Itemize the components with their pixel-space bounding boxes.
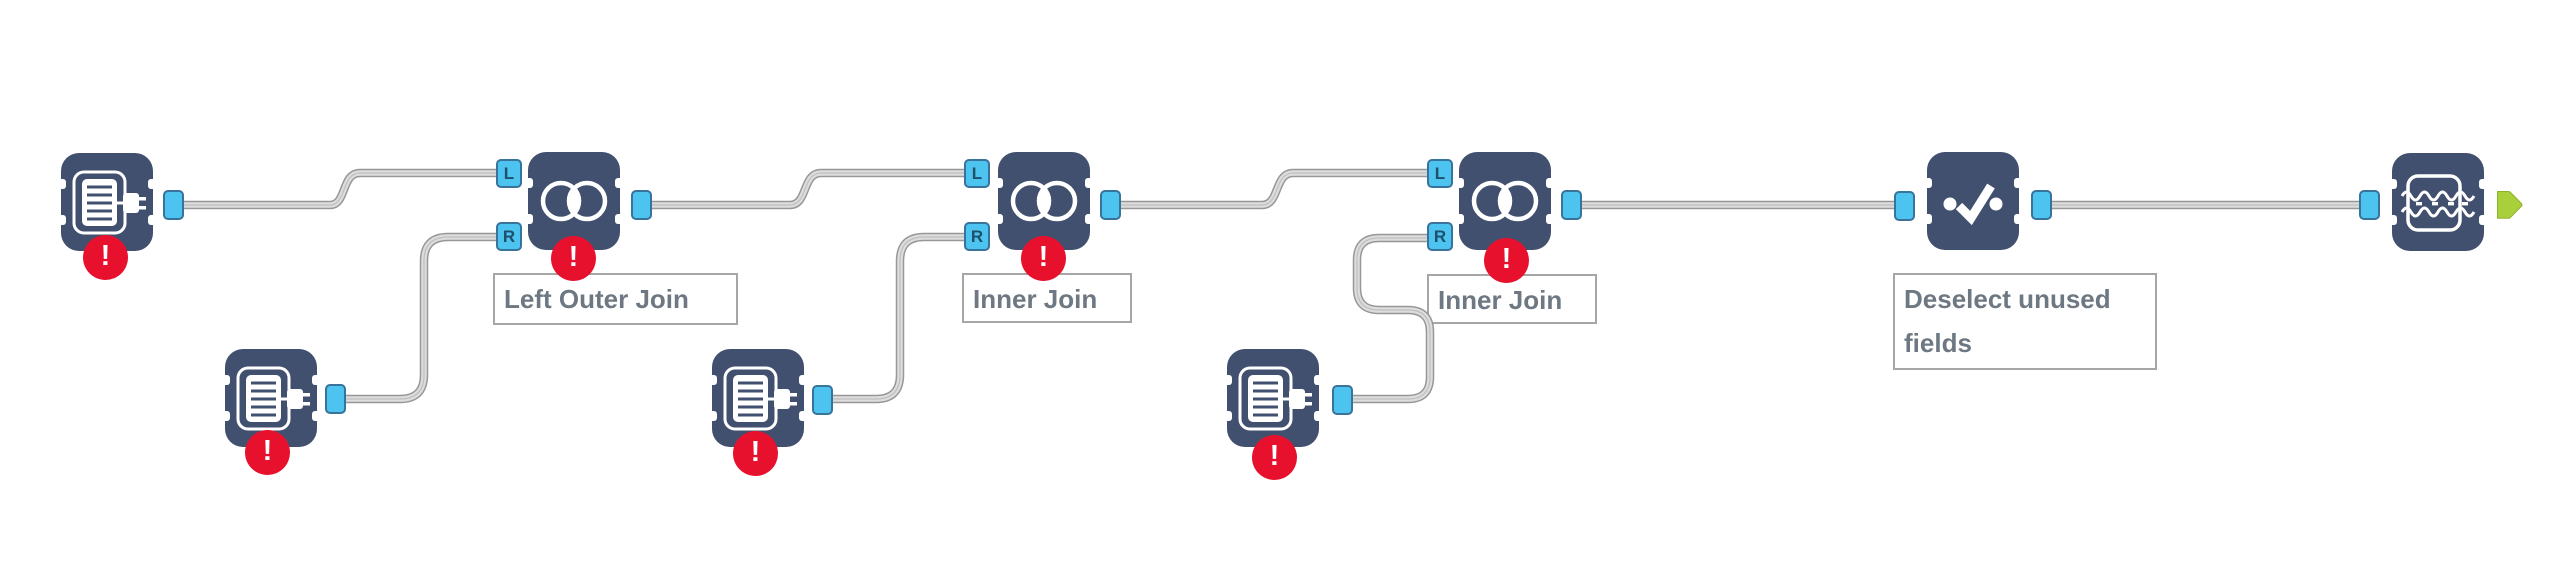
tool-annotation-inner-join-2[interactable]: Inner Join [1427, 274, 1597, 324]
browse-waves-icon [2389, 153, 2487, 251]
error-exclamation: ! [100, 240, 111, 272]
error-exclamation: ! [262, 435, 273, 467]
anchor-letter-r: R [1433, 227, 1447, 246]
join-2-right-input-anchor[interactable]: R [964, 222, 990, 251]
input-anchor-select[interactable] [1894, 191, 1915, 221]
join-venn-icon [1456, 152, 1554, 250]
anchor-letter-l: L [1434, 164, 1446, 183]
input-data-tool-4[interactable] [1224, 348, 1322, 448]
select-checkmark-icon [1924, 152, 2022, 250]
join-1-right-input-anchor[interactable]: R [496, 222, 522, 251]
error-icon-input-2[interactable]: ! [245, 430, 290, 475]
anchor-letter-r: R [970, 227, 984, 246]
error-exclamation: ! [1038, 241, 1049, 273]
error-icon-input-4[interactable]: ! [1252, 435, 1297, 480]
output-anchor-select[interactable] [2031, 190, 2052, 220]
output-anchor-join-1[interactable] [631, 190, 652, 220]
output-anchor-join-2[interactable] [1100, 190, 1121, 220]
join-tool-3[interactable] [1456, 151, 1554, 251]
browse-tool[interactable] [2389, 152, 2487, 252]
error-exclamation: ! [750, 436, 761, 468]
error-exclamation: ! [1269, 440, 1280, 472]
output-anchor-input-3[interactable] [812, 385, 833, 415]
output-anchor-input-2[interactable] [325, 384, 346, 414]
join-1-left-input-anchor[interactable]: L [496, 159, 522, 188]
input-anchor-browse[interactable] [2359, 190, 2380, 220]
error-exclamation: ! [1501, 243, 1512, 275]
error-icon-input-3[interactable]: ! [733, 431, 778, 476]
anchor-letter-l: L [503, 164, 515, 183]
input-data-icon [1224, 349, 1322, 447]
output-anchor-input-1[interactable] [163, 190, 184, 220]
error-exclamation: ! [568, 241, 579, 273]
tool-annotation-deselect[interactable]: Deselect unused fields [1893, 273, 2157, 370]
join-3-right-input-anchor[interactable]: R [1427, 222, 1453, 251]
error-icon-join-3[interactable]: ! [1484, 238, 1529, 283]
browse-output-arrow-icon[interactable] [2496, 190, 2523, 219]
output-anchor-join-3[interactable] [1561, 190, 1582, 220]
tool-annotation-inner-join-1[interactable]: Inner Join [962, 273, 1132, 323]
error-icon-join-1[interactable]: ! [551, 236, 596, 281]
join-2-left-input-anchor[interactable]: L [964, 159, 990, 188]
select-tool[interactable] [1924, 151, 2022, 251]
join-3-left-input-anchor[interactable]: L [1427, 159, 1453, 188]
output-anchor-input-4[interactable] [1332, 385, 1353, 415]
tool-annotation-left-outer-join[interactable]: Left Outer Join [493, 273, 738, 325]
error-icon-join-2[interactable]: ! [1021, 236, 1066, 281]
anchor-letter-l: L [971, 164, 983, 183]
error-icon-input-1[interactable]: ! [83, 235, 128, 280]
anchor-letter-r: R [502, 227, 516, 246]
